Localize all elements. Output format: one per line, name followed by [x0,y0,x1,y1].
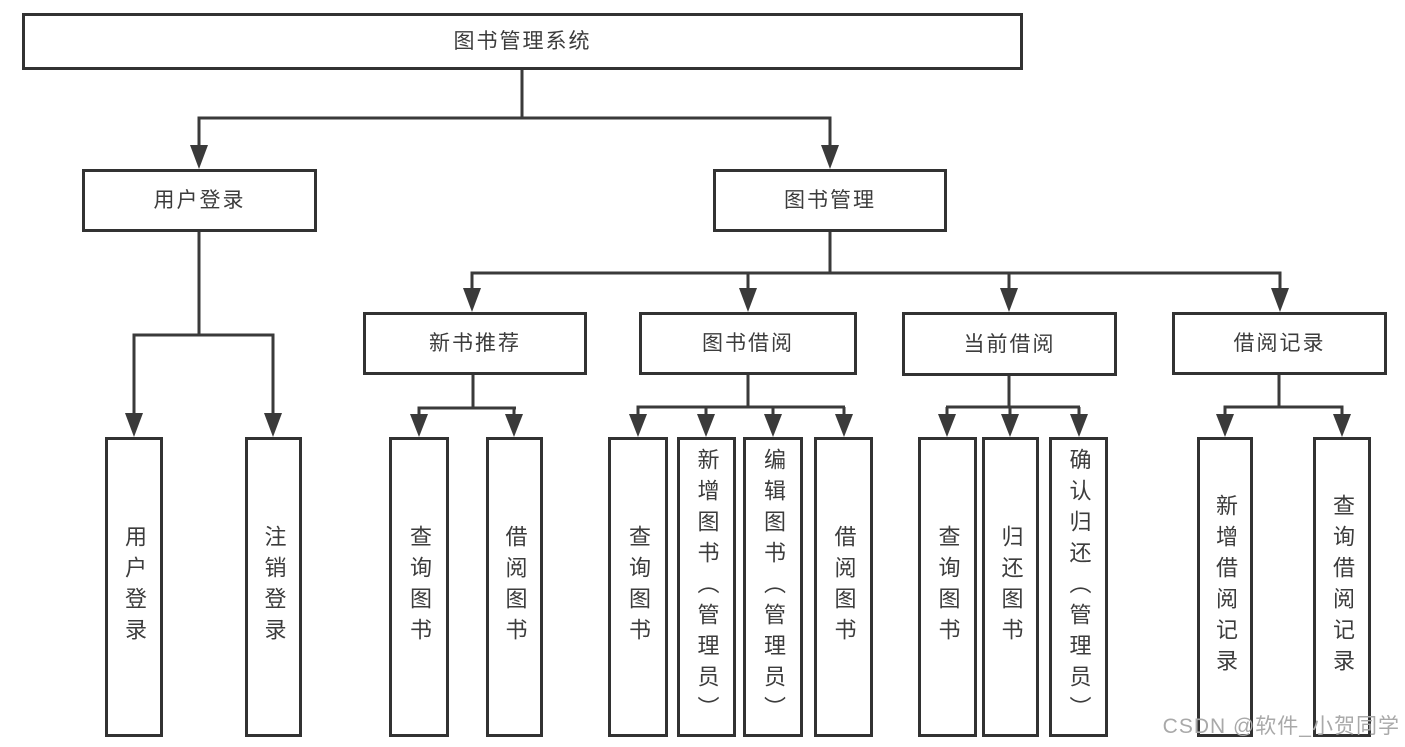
node-leaf-borrow-books: 借阅图书 [814,437,873,737]
connector-root-to-level2 [190,69,839,169]
node-label: 借阅图书 [502,525,528,649]
node-leaf-query-books-recommend: 查询图书 [389,437,449,737]
node-leaf-add-books-admin: 新增图书（管理员） [677,437,736,737]
connector-borrow-records-to-children [1216,375,1351,437]
node-label: 注销登录 [261,525,287,649]
node-label: 查询图书 [935,525,961,649]
node-label: 查询图书 [626,525,651,649]
arrow-down-icon [264,413,282,437]
connector-book-management-to-level3 [463,232,1289,312]
node-label: 用户登录 [153,189,246,212]
node-label: 用户登录 [122,525,147,649]
arrow-down-icon [764,414,782,437]
arrow-down-icon [1333,414,1351,437]
node-leaf-add-borrow-record: 新增借阅记录 [1197,437,1253,737]
arrow-down-icon [1001,414,1019,437]
node-root-library-management-system: 图书管理系统 [22,13,1023,70]
connector-new-book-to-children [410,375,523,437]
node-current-borrowing: 当前借阅 [902,312,1117,376]
arrow-down-icon [629,414,647,437]
node-label: 编辑图书（管理员） [761,447,786,727]
arrow-down-icon [1216,414,1234,437]
arrow-down-icon [1070,414,1088,437]
arrow-down-icon [125,413,143,437]
connector-current-borrow-to-children [938,376,1088,437]
csdn-watermark: CSDN @软件_小贺同学 [1162,715,1400,738]
arrow-down-icon [1271,288,1289,312]
arrow-down-icon [739,288,757,312]
arrow-down-icon [410,414,428,437]
node-label: 归还图书 [998,525,1024,649]
node-leaf-query-borrow-record: 查询借阅记录 [1313,437,1371,737]
node-leaf-borrow-books-recommend: 借阅图书 [486,437,543,737]
node-label: 图书管理系统 [453,30,592,53]
node-label: 确认归还（管理员） [1066,447,1092,727]
node-label: 新书推荐 [429,332,521,355]
arrow-down-icon [821,145,839,169]
arrow-down-icon [938,414,956,437]
node-new-book-recommendation: 新书推荐 [363,312,587,375]
connector-book-borrow-to-children [629,375,853,437]
node-leaf-query-books-borrowing: 查询图书 [608,437,668,737]
node-label: 借阅记录 [1233,332,1326,355]
node-leaf-user-login: 用户登录 [105,437,163,737]
arrow-down-icon [505,414,523,437]
arrow-down-icon [463,288,481,312]
node-label: 查询图书 [407,525,432,649]
arrow-down-icon [835,414,853,437]
node-label: 新增图书（管理员） [694,447,720,727]
node-book-borrowing: 图书借阅 [639,312,857,375]
node-user-login: 用户登录 [82,169,317,232]
node-leaf-edit-books-admin: 编辑图书（管理员） [743,437,803,737]
node-book-management: 图书管理 [713,169,947,232]
arrow-down-icon [697,414,715,437]
node-label: 图书借阅 [702,332,794,355]
node-label: 图书管理 [784,189,876,212]
node-leaf-logout: 注销登录 [245,437,302,737]
node-label: 当前借阅 [963,332,1056,356]
node-label: 新增借阅记录 [1213,494,1238,680]
node-leaf-query-books-current: 查询图书 [918,437,977,737]
arrow-down-icon [1000,288,1018,312]
arrow-down-icon [190,145,208,169]
node-borrowing-records: 借阅记录 [1172,312,1387,375]
node-leaf-confirm-return-admin: 确认归还（管理员） [1049,437,1108,737]
node-leaf-return-books: 归还图书 [982,437,1039,737]
node-label: 查询借阅记录 [1330,494,1355,680]
connector-user-login-to-children [125,232,282,437]
node-label: 借阅图书 [831,525,857,649]
